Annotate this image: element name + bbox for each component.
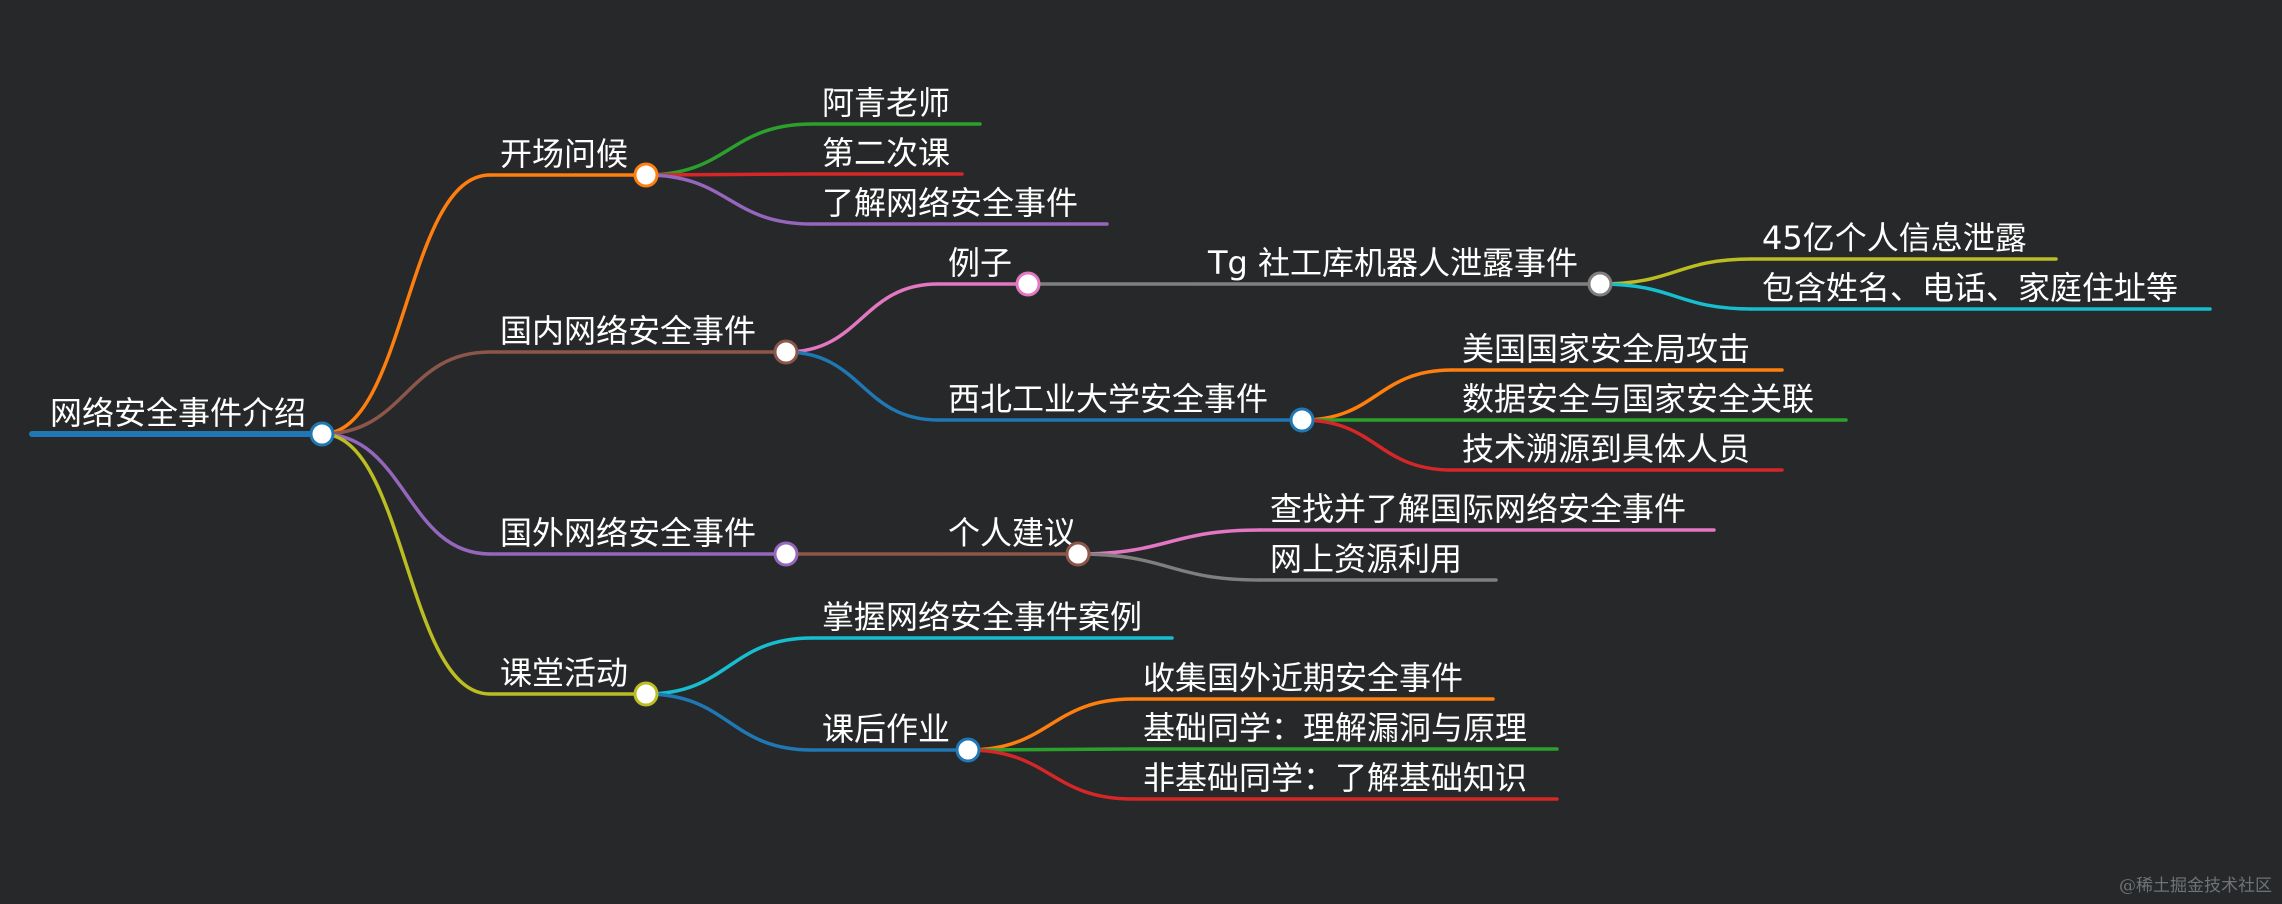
node-label-homework: 课后作业 <box>822 710 950 748</box>
node-label-tg-2: 包含姓名、电话、家庭住址等 <box>1762 269 2178 307</box>
collapse-toggle-foreign[interactable] <box>773 541 799 567</box>
collapse-toggle-nwpu[interactable] <box>1289 407 1315 433</box>
collapse-toggle-tg[interactable] <box>1587 271 1613 297</box>
branch-connector-foreign <box>321 432 491 556</box>
branch-connector-greet <box>321 173 491 436</box>
branch-connector-class-1 <box>645 636 813 696</box>
node-label-hw-1: 收集国外近期安全事件 <box>1143 659 1463 697</box>
node-label-greet: 开场问候 <box>500 135 628 173</box>
branch-connector-example <box>785 282 939 354</box>
branch-connector-domestic <box>321 350 491 436</box>
branch-connector-tg-2 <box>1599 282 1753 311</box>
branch-connector-greet-3 <box>645 173 813 226</box>
collapse-toggle-root[interactable] <box>309 421 335 447</box>
branch-connector-hw-3 <box>967 748 1134 801</box>
branch-connector-nwpu-3 <box>1301 418 1453 472</box>
branch-connector-class <box>321 432 491 696</box>
collapse-toggle-example[interactable] <box>1015 271 1041 297</box>
branch-connector-homework <box>645 692 813 752</box>
node-label-advice-2: 网上资源利用 <box>1270 540 1462 578</box>
branch-connector-greet-2 <box>645 172 813 177</box>
node-label-example: 例子 <box>948 244 1012 282</box>
branch-connector-nwpu-1 <box>1301 368 1453 422</box>
node-label-advice-1: 查找并了解国际网络安全事件 <box>1270 490 1686 528</box>
node-label-hw-2: 基础同学：理解漏洞与原理 <box>1143 709 1527 747</box>
collapse-toggle-class[interactable] <box>633 681 659 707</box>
node-label-root: 网络安全事件介绍 <box>50 394 306 432</box>
node-label-nwpu-2: 数据安全与国家安全关联 <box>1462 380 1814 418</box>
node-label-advice: 个人建议 <box>948 514 1076 552</box>
watermark: @稀土掘金技术社区 <box>2119 876 2272 896</box>
node-label-tg-1: 45亿个人信息泄露 <box>1762 219 2027 257</box>
node-label-greet-3: 了解网络安全事件 <box>822 184 1078 222</box>
node-label-greet-1: 阿青老师 <box>822 84 950 122</box>
node-label-tg: Tg 社工库机器人泄露事件 <box>1207 244 1578 282</box>
node-label-class-1: 掌握网络安全事件案例 <box>822 598 1142 636</box>
node-label-nwpu-1: 美国国家安全局攻击 <box>1462 330 1750 368</box>
branch-connector-hw-1 <box>967 697 1134 752</box>
node-label-hw-3: 非基础同学：了解基础知识 <box>1143 759 1527 797</box>
branch-connector-advice-2 <box>1077 552 1261 582</box>
branch-connector-greet-1 <box>645 122 813 177</box>
collapse-toggle-domestic[interactable] <box>773 339 799 365</box>
collapse-toggle-greet[interactable] <box>633 162 659 188</box>
collapse-toggle-advice[interactable] <box>1065 541 1091 567</box>
node-label-foreign: 国外网络安全事件 <box>500 514 756 552</box>
node-label-greet-2: 第二次课 <box>822 134 950 172</box>
node-label-nwpu: 西北工业大学安全事件 <box>948 380 1268 418</box>
node-label-class: 课堂活动 <box>500 654 628 692</box>
branch-connector-tg-1 <box>1599 257 1753 286</box>
collapse-toggle-homework[interactable] <box>955 737 981 763</box>
branch-connector-hw-2 <box>967 747 1134 752</box>
branch-connector-advice-1 <box>1077 528 1261 556</box>
branch-connector-nwpu <box>785 350 939 422</box>
node-label-domestic: 国内网络安全事件 <box>500 312 756 350</box>
node-label-nwpu-3: 技术溯源到具体人员 <box>1462 430 1750 468</box>
